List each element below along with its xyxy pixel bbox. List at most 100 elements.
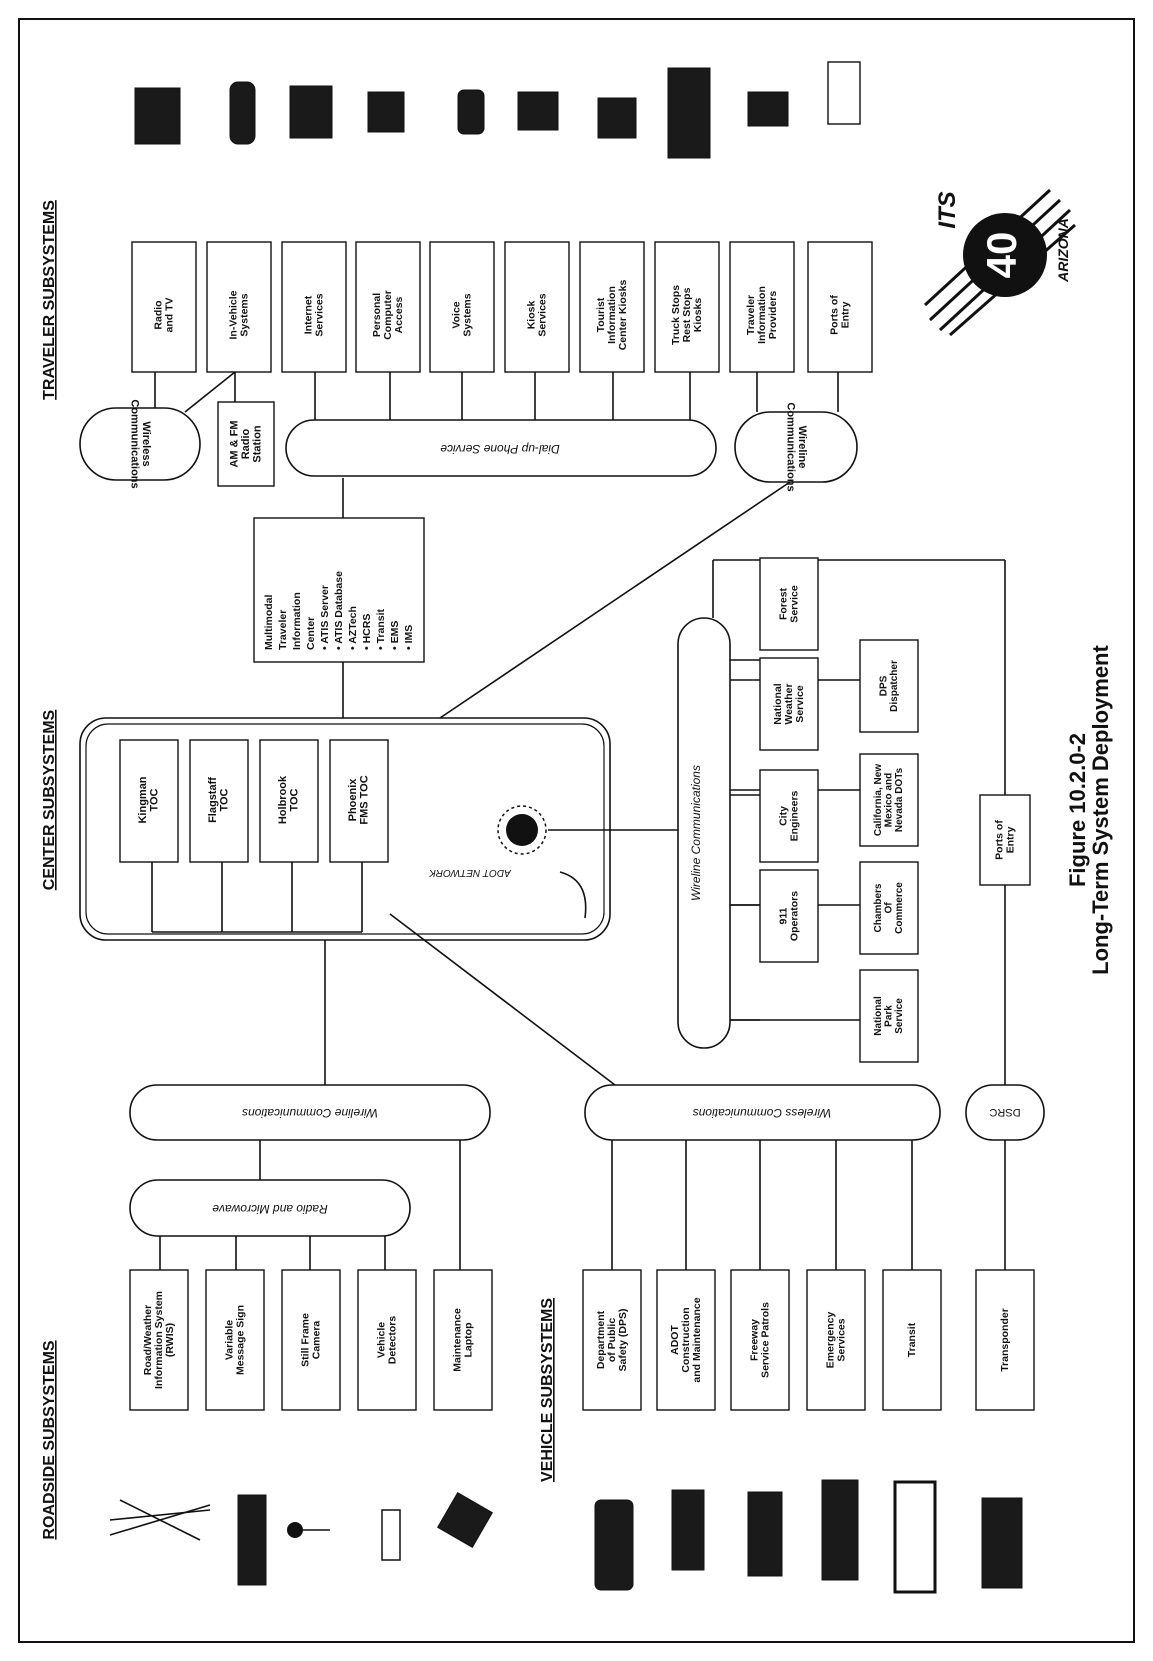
toc-box-label-line: FMS TOC [359, 775, 371, 824]
roadside-heading: ROADSIDE SUBSYSTEMS [41, 1340, 58, 1539]
wireline-right-label-line: Communications [784, 402, 796, 491]
phone-icon [458, 90, 484, 134]
traveler-box-label-line: Access [393, 296, 405, 333]
traveler-box-label-line: Center Kiosks [617, 280, 629, 351]
agency-label-line: Of [884, 902, 895, 914]
detector-icon [382, 1510, 400, 1560]
agency-label-line: Service [894, 998, 905, 1034]
agency-label-line: Service [788, 585, 800, 623]
traveler-heading: TRAVELER SUBSYSTEMS [41, 200, 58, 400]
mtic-title-line: Center [305, 617, 317, 650]
roadside-box-label-line: Message Sign [234, 1305, 246, 1375]
wireless-top-label-line: Wireless [140, 421, 152, 466]
agency-label-line: DPS [878, 675, 889, 696]
mtic-item: • EMS [389, 621, 401, 650]
roadside-icons [110, 1493, 492, 1585]
mtic-item: • Transit [375, 608, 387, 650]
provider-icon [748, 92, 788, 126]
radio-microwave-label: Radio and Microwave [212, 1202, 328, 1216]
vehicle-box-label-line: Transponder [999, 1308, 1011, 1372]
toc-box-label-line: Phoenix [347, 778, 359, 822]
car-icon [230, 82, 255, 144]
traveler-box-label-line: Services [313, 293, 325, 336]
dialup-label: Dial-up Phone Service [440, 442, 560, 456]
computer-icon [290, 86, 332, 138]
camera-icon [287, 1522, 330, 1538]
roadside-box-label-line: Detectors [386, 1316, 398, 1365]
agency-label-line: Mexico and [884, 773, 895, 827]
dsrc-label: DSRC [989, 1106, 1020, 1118]
vehicle-box-label-line: Safety (DPS) [617, 1308, 629, 1371]
roadside-box-label-line: Laptop [462, 1323, 474, 1358]
roadside-box-label-line: Camera [310, 1321, 322, 1360]
fire-truck-icon [822, 1480, 858, 1580]
agency-label-line: Commerce [894, 882, 905, 934]
its-40-logo: 40 ITS ARIZONA [925, 190, 1075, 335]
adot-logo [498, 806, 546, 854]
mtic-item: • ATIS Server [319, 585, 331, 650]
vehicle-box-label-line: Service Patrols [759, 1302, 771, 1378]
toc-box-label-line: TOC [219, 788, 231, 811]
am-fm-label-line: Radio [240, 428, 252, 459]
figure-number: Figure 10.2.0-2 [1065, 733, 1090, 887]
ports-of-entry-center-label-line: Entry [1004, 826, 1016, 853]
logo-its: ITS [934, 191, 961, 228]
mtic-title-line: Traveler [277, 610, 289, 650]
agency-label-line: Dispatcher [889, 660, 900, 712]
traveler-box-label-line: and TV [163, 297, 175, 332]
agency-label-line: Park [884, 1005, 895, 1027]
mtic-item: • HCRS [361, 614, 373, 650]
pc-icon [368, 92, 404, 132]
bus-icon [895, 1482, 935, 1592]
traveler-box-label-line: Systems [238, 293, 250, 336]
police-car-icon [595, 1500, 633, 1590]
am-fm-label-line: AM & FM [228, 420, 240, 467]
traveler-box-label-line: Entry [839, 301, 851, 328]
logo-state: ARIZONA [1055, 218, 1071, 283]
toc-box-label-line: Flagstaff [207, 777, 219, 823]
mtic-item: • IMS [403, 625, 415, 650]
info-sign-icon [598, 98, 636, 138]
message-sign-icon [238, 1495, 266, 1585]
kiosk-icon [518, 92, 558, 130]
construction-truck-icon [672, 1490, 704, 1570]
port-icon [828, 62, 860, 124]
traveler-box-label-line: Providers [767, 291, 779, 340]
roadside-box-label-line: (RWIS) [164, 1323, 176, 1357]
patrol-truck-icon [748, 1492, 782, 1576]
toc-box-label-line: Kingman [137, 776, 149, 823]
vehicle-wireless-label: Wireless Communications [693, 1106, 832, 1120]
wireline-center-pill [678, 618, 730, 1048]
vehicle-heading: VEHICLE SUBSYSTEMS [539, 1298, 556, 1482]
traveler-box-label-line: Systems [461, 293, 473, 336]
vehicle-box-label-line: Transit [906, 1322, 918, 1357]
rwis-tower-icon [110, 1500, 210, 1540]
toc-box-label-line: TOC [289, 788, 301, 811]
traveler-box-label-line: Services [536, 293, 548, 336]
wireline-right-label-line: Wireline [796, 426, 808, 469]
laptop-icon [438, 1493, 493, 1548]
agency-label-line: California, New [873, 764, 884, 836]
agency-label-line: National [873, 996, 884, 1036]
mtic-item: • ATIS Database [333, 571, 345, 650]
mtic-item: • AZTech [347, 606, 359, 650]
wireless-top-label-line: Communications [128, 399, 140, 488]
agency-label-line: Engineers [788, 790, 800, 841]
tv-icon [135, 88, 180, 144]
mtic-title-line: Information [291, 592, 303, 650]
logo-num: 40 [978, 232, 1025, 279]
toc-box-label-line: Holbrook [277, 775, 289, 824]
agency-label-line: Service [794, 685, 806, 723]
figure-title: Long-Term System Deployment [1088, 645, 1113, 975]
roadside-wireline-label: Wireline Communications [242, 1106, 378, 1120]
toc-box-label-line: TOC [149, 788, 161, 811]
toc-boxes: KingmanTOCFlagstaffTOCHolbrookTOCPhoenix… [120, 740, 388, 862]
vehicle-box-label-line: Services [835, 1318, 847, 1361]
mtic-title-line: Multimodal [263, 595, 275, 650]
agency-label-line: Operators [788, 891, 800, 941]
vehicle-box-label-line: and Maintenance [691, 1297, 703, 1382]
